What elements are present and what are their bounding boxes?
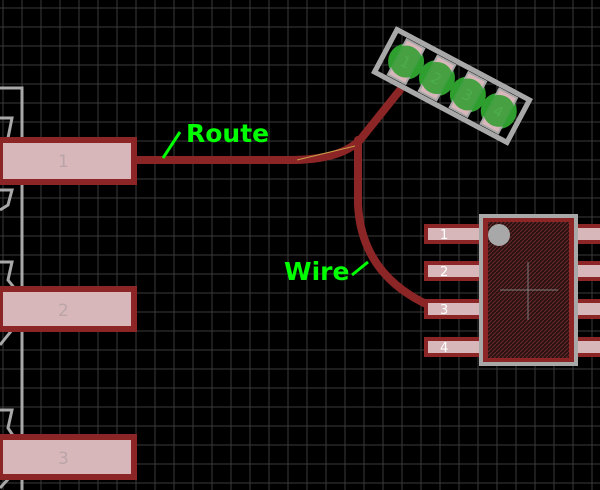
connector-pad-label: 3 xyxy=(58,449,69,469)
route-label: Route xyxy=(186,119,269,148)
connector-pad-2[interactable]: 2 xyxy=(0,286,137,332)
wire-label: Wire xyxy=(284,257,349,286)
chip-pin-label: 1 xyxy=(440,228,448,243)
route-annotation: Route xyxy=(161,119,269,159)
chip-pin-label: 4 xyxy=(440,341,448,356)
chip-pin-label: 3 xyxy=(440,303,448,318)
chip-pin-label: 2 xyxy=(440,265,448,280)
chip-origin-cross xyxy=(500,262,558,320)
chip-pin-1[interactable]: 1 xyxy=(424,224,490,244)
chip-pin-3[interactable]: 3 xyxy=(424,299,490,319)
connector-pad-label: 1 xyxy=(58,152,69,172)
chip-body[interactable] xyxy=(479,214,578,366)
chip-pin-4[interactable]: 4 xyxy=(424,337,490,357)
traces xyxy=(126,86,444,314)
led-component[interactable]: 1 2 3 4 xyxy=(371,26,533,146)
route-highlight xyxy=(296,145,356,161)
chip-pin-2[interactable]: 2 xyxy=(424,261,490,281)
wire-trace xyxy=(354,136,444,314)
connector-pad-3[interactable]: 3 xyxy=(0,434,137,480)
connector-pad-label: 2 xyxy=(58,301,69,321)
connector-pad-1[interactable]: 1 xyxy=(0,137,137,185)
wire-annotation: Wire xyxy=(284,257,369,286)
pin1-marker xyxy=(488,224,510,246)
